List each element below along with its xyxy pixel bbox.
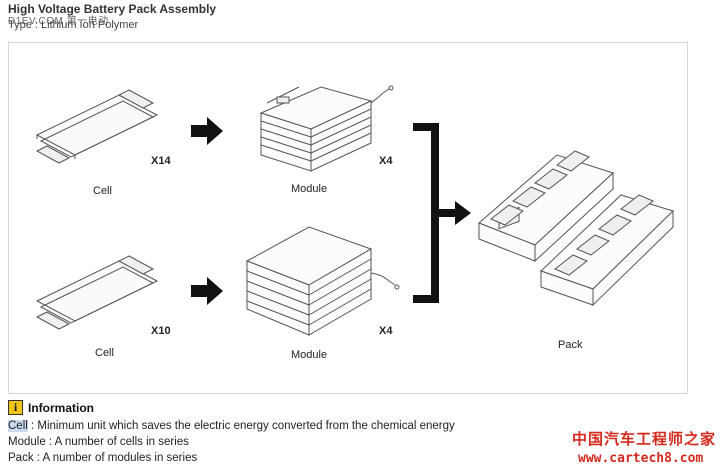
arrow-cell-to-module-top: [191, 117, 223, 145]
info-icon: i: [8, 400, 23, 415]
info-line-pack: Pack : A number of modules in series: [8, 452, 197, 464]
module-illustration-bottom: [245, 226, 400, 336]
document-title: High Voltage Battery Pack Assembly: [8, 2, 217, 16]
cell-label-bottom: Cell: [95, 347, 114, 359]
info-term-module: Module: [8, 436, 46, 448]
information-box: i Information Cell : Minimum unit which …: [8, 398, 714, 472]
pack-illustration: [478, 150, 674, 307]
arrow-cell-to-module-bottom: [191, 277, 223, 305]
assembly-figure: Cell X14 Module X4 Cell X10 Module X4 Pa…: [8, 42, 688, 394]
watermark-top: D1EV.COM 第一电动: [8, 16, 109, 27]
info-term-pack: Pack: [8, 452, 34, 464]
module-count-top: X4: [379, 155, 393, 167]
watermark-chinese: 中国汽车工程师之家: [572, 430, 717, 448]
info-line-module: Module : A number of cells in series: [8, 436, 189, 448]
document-subtitle: Type : Lithium Ion Polymer: [8, 19, 139, 31]
cell-count-bottom: X10: [151, 325, 171, 337]
info-text-cell: : Minimum unit which saves the electric …: [27, 420, 455, 432]
assembly-bracket: [413, 123, 471, 303]
cell-label-top: Cell: [93, 185, 112, 197]
cell-illustration-top: [35, 89, 159, 164]
info-line-cell: Cell : Minimum unit which saves the elec…: [8, 420, 455, 432]
module-count-bottom: X4: [379, 325, 393, 337]
pack-label: Pack: [558, 339, 583, 351]
assembly-diagram: [35, 85, 674, 336]
module-label-bottom: Module: [291, 349, 328, 361]
module-label-top: Module: [291, 183, 328, 195]
cell-illustration-bottom: [35, 255, 159, 330]
information-title: Information: [28, 400, 94, 415]
cell-count-top: X14: [151, 155, 171, 167]
information-header: i Information: [8, 400, 94, 415]
info-term-cell: Cell: [8, 420, 28, 432]
info-text-module: : A number of cells in series: [45, 436, 189, 448]
info-text-pack: : A number of modules in series: [33, 452, 198, 464]
module-illustration-top: [259, 85, 394, 172]
watermark-url: www.cartech8.com: [578, 451, 704, 466]
